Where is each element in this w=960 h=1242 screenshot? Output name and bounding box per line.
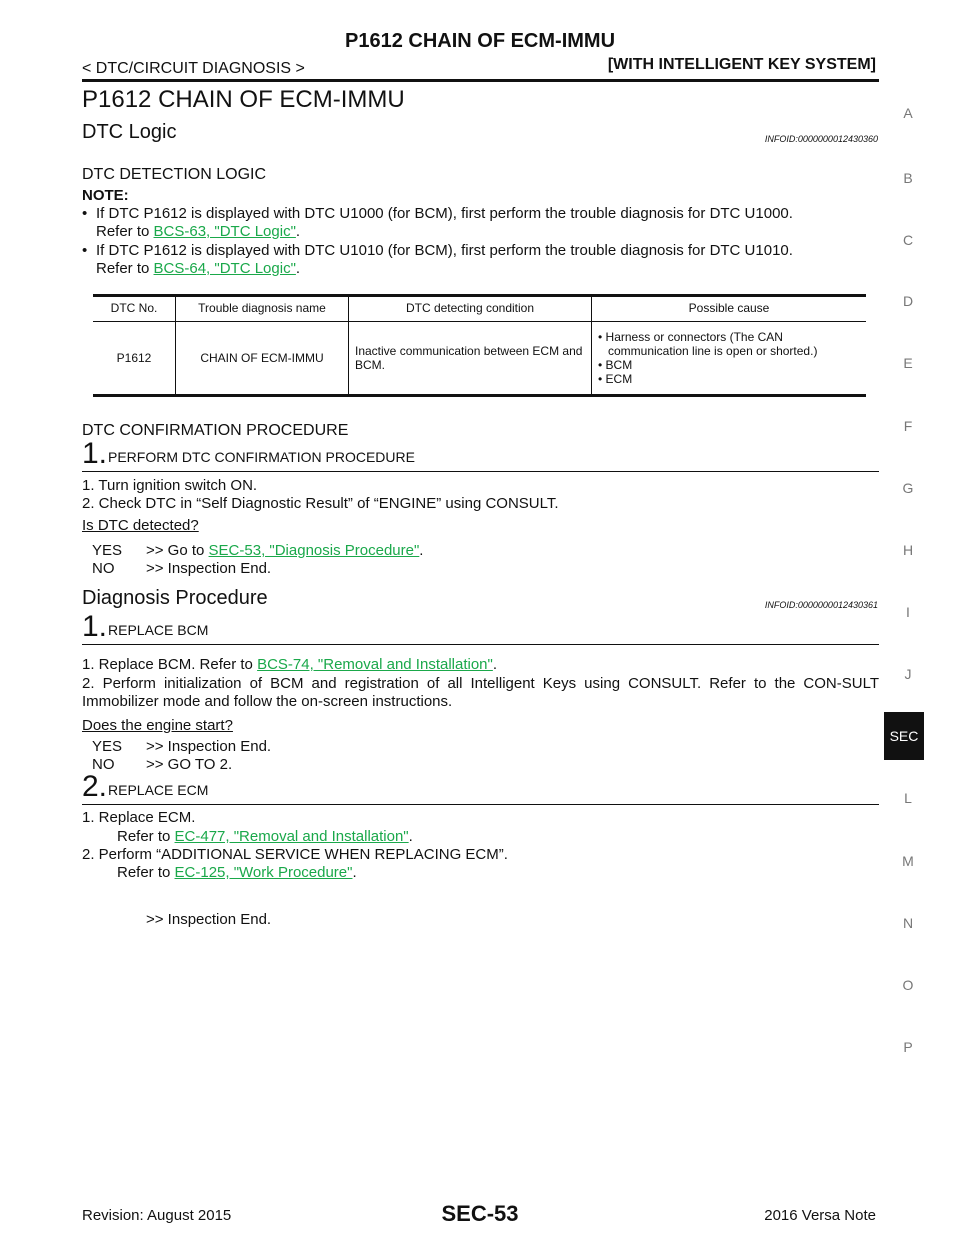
link-bcs-74[interactable]: BCS-74, "Removal and Installation" xyxy=(257,656,493,673)
side-index-b[interactable]: B xyxy=(903,170,913,186)
footer-page-number: SEC-53 xyxy=(441,1201,519,1226)
header-system: [WITH INTELLIGENT KEY SYSTEM] xyxy=(607,56,876,73)
step-item: 2. Perform initialization of BCM and reg… xyxy=(82,675,879,710)
col-header-possible-cause: Possible cause xyxy=(591,294,866,322)
col-header-trouble-name: Trouble diagnosis name xyxy=(175,294,349,322)
col-header-condition: DTC detecting condition xyxy=(348,294,592,322)
step-number: 2. xyxy=(82,770,108,803)
section-heading-diagnosis: Diagnosis Procedure xyxy=(82,587,268,609)
cell-dtc-no: P1612 xyxy=(93,321,176,397)
answer-yes-label: YES xyxy=(92,542,123,559)
end-text: >> Inspection End. xyxy=(146,911,272,928)
side-tab-current[interactable]: SEC xyxy=(884,712,924,760)
infoid-diagnosis: INFOID:0000000012430361 xyxy=(764,600,878,610)
answer-no-label: NO xyxy=(92,560,115,577)
note-refer: Refer to xyxy=(96,223,154,240)
step-label: PERFORM DTC CONFIRMATION PROCEDURE xyxy=(108,449,415,465)
dtc-confirmation-heading: DTC CONFIRMATION PROCEDURE xyxy=(82,422,349,439)
question: Is DTC detected? xyxy=(82,517,199,534)
step-item: 1. Replace ECM. xyxy=(82,809,196,826)
cell-condition: Inactive communication between ECM and B… xyxy=(348,321,592,397)
step-2-replace-ecm: 2. REPLACE ECM xyxy=(82,770,879,805)
note-item: • If DTC P1612 is displayed with DTC U10… xyxy=(82,205,793,240)
step-item: 1. Replace BCM. Refer to BCS-74, "Remova… xyxy=(82,656,498,673)
step-number: 1. xyxy=(82,610,108,643)
step-1-replace-bcm: 1. REPLACE BCM xyxy=(82,610,879,645)
link-sec-53[interactable]: SEC-53, "Diagnosis Procedure" xyxy=(208,542,420,559)
answer-no: >> Inspection End. xyxy=(146,560,272,577)
table-row: P1612 CHAIN OF ECM-IMMU Inactive communi… xyxy=(93,321,866,397)
answer-no: >> GO TO 2. xyxy=(146,756,233,773)
col-header-dtc-no: DTC No. xyxy=(93,294,176,322)
step-number: 1. xyxy=(82,437,108,470)
list-item: • ECM xyxy=(598,372,633,386)
step-label: REPLACE BCM xyxy=(108,622,209,638)
side-index-d[interactable]: D xyxy=(902,293,914,309)
link-ec-125[interactable]: EC-125, "Work Procedure" xyxy=(174,864,353,881)
note-text: If DTC P1612 is displayed with DTC U1000… xyxy=(96,205,793,222)
step-item: 2. Check DTC in “Self Diagnostic Result”… xyxy=(82,495,559,512)
page-title: P1612 CHAIN OF ECM-IMMU xyxy=(82,86,405,113)
section-heading-dtc-logic: DTC Logic xyxy=(82,121,177,143)
note-text: If DTC P1612 is displayed with DTC U1010… xyxy=(96,242,793,259)
link-ec-477[interactable]: EC-477, "Removal and Installation" xyxy=(174,828,409,845)
side-index-c[interactable]: C xyxy=(902,232,914,248)
cell-trouble-name: CHAIN OF ECM-IMMU xyxy=(175,321,349,397)
answer-no-label: NO xyxy=(92,756,115,773)
step-item-refer: Refer to EC-125, "Work Procedure". xyxy=(117,864,357,881)
answer-yes-label: YES xyxy=(92,738,123,755)
side-index-l[interactable]: L xyxy=(904,790,912,806)
note-item: • If DTC P1612 is displayed with DTC U10… xyxy=(82,242,793,277)
side-index-a[interactable]: A xyxy=(903,105,913,121)
side-index-m[interactable]: M xyxy=(902,853,914,869)
infoid-dtc-logic: INFOID:0000000012430360 xyxy=(764,134,878,144)
step-item: 2. Perform “ADDITIONAL SERVICE WHEN REPL… xyxy=(82,846,508,863)
step-item-refer: Refer to EC-477, "Removal and Installati… xyxy=(117,828,413,845)
side-index-p[interactable]: P xyxy=(903,1039,913,1055)
footer-model: 2016 Versa Note xyxy=(764,1207,876,1224)
header-title: P1612 CHAIN OF ECM-IMMU xyxy=(344,30,616,52)
cell-possible-cause: • Harness or connectors (The CAN communi… xyxy=(591,321,866,397)
side-index-g[interactable]: G xyxy=(902,480,914,496)
step-1-confirmation: 1. PERFORM DTC CONFIRMATION PROCEDURE xyxy=(82,437,879,472)
note-refer: Refer to xyxy=(96,260,154,277)
list-item: • BCM xyxy=(598,358,633,372)
header-divider xyxy=(82,79,879,82)
link-bcs-63[interactable]: BCS-63, "DTC Logic" xyxy=(153,223,296,240)
side-index-n[interactable]: N xyxy=(902,915,914,931)
list-item: • Harness or connectors (The CAN communi… xyxy=(598,330,818,358)
side-index-o[interactable]: O xyxy=(902,977,914,993)
step-item: 1. Turn ignition switch ON. xyxy=(82,477,258,494)
question: Does the engine start? xyxy=(82,717,233,734)
dtc-table: DTC No. Trouble diagnosis name DTC detec… xyxy=(93,294,866,397)
footer-revision: Revision: August 2015 xyxy=(82,1207,232,1224)
side-index-h[interactable]: H xyxy=(902,542,914,558)
answer-yes: >> Inspection End. xyxy=(146,738,272,755)
side-index-j[interactable]: J xyxy=(904,666,912,682)
dtc-detection-logic-heading: DTC DETECTION LOGIC xyxy=(82,166,267,183)
link-bcs-64[interactable]: BCS-64, "DTC Logic" xyxy=(153,260,296,277)
side-index-f[interactable]: F xyxy=(903,418,913,434)
header-section: < DTC/CIRCUIT DIAGNOSIS > xyxy=(82,60,305,77)
side-index-e[interactable]: E xyxy=(903,355,913,371)
step-label: REPLACE ECM xyxy=(108,782,209,798)
answer-yes: >> Go to SEC-53, "Diagnosis Procedure". xyxy=(146,542,424,559)
note-label: NOTE: xyxy=(82,187,129,204)
side-index-i[interactable]: I xyxy=(906,604,910,620)
